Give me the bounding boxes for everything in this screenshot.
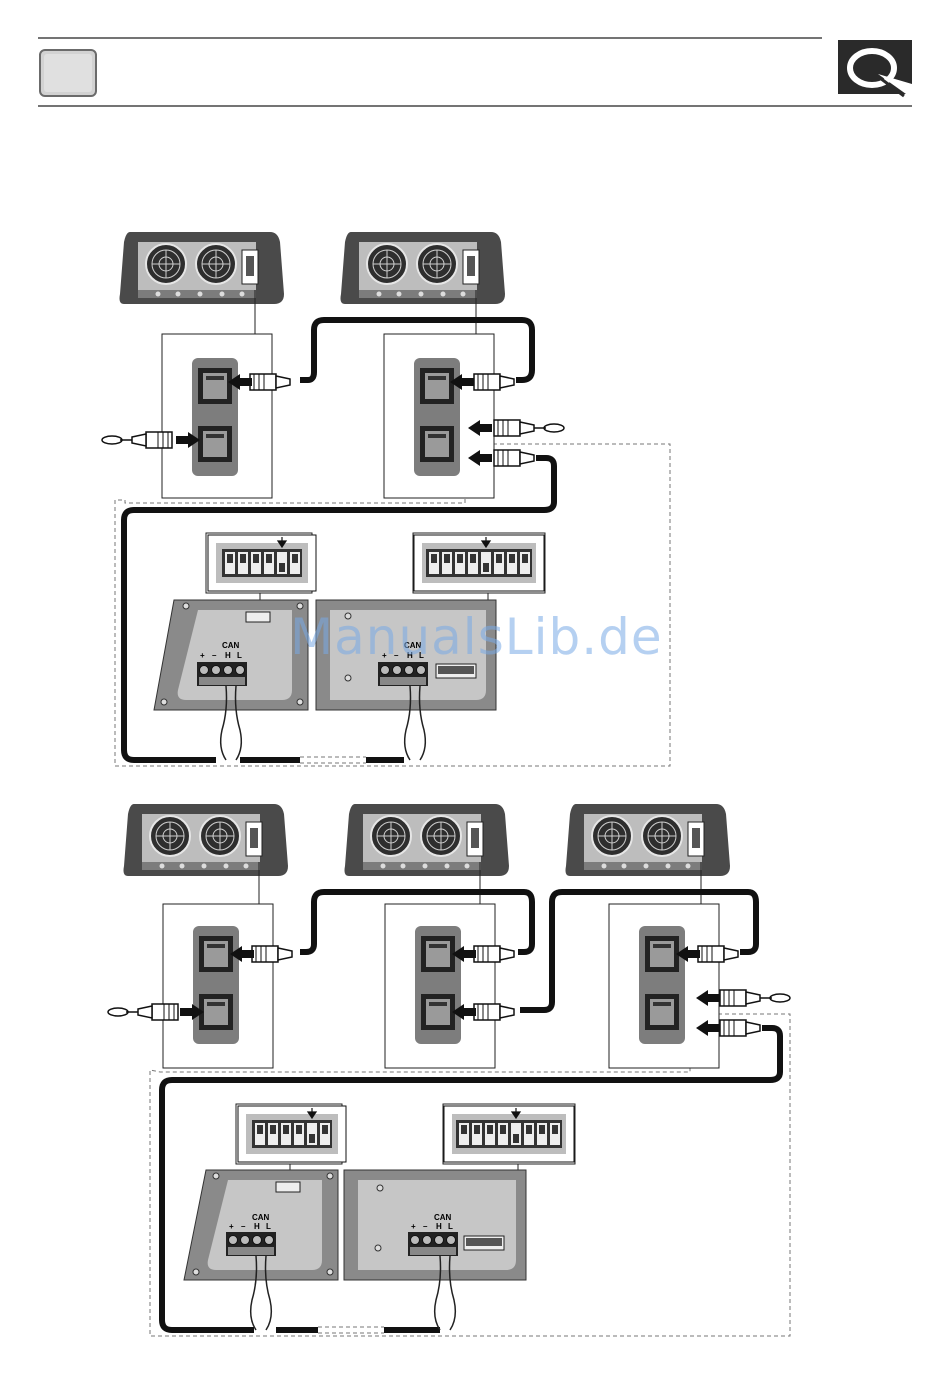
svg-text:–: –: [212, 651, 217, 660]
svg-text:L: L: [448, 1222, 453, 1231]
dip-switch-panel-1: [238, 1106, 346, 1162]
svg-text:+: +: [200, 651, 205, 660]
rj-jacks-2: [415, 926, 461, 1044]
svg-text:H: H: [254, 1222, 260, 1231]
svg-text:H: H: [436, 1222, 442, 1231]
diagram-two-units: CAN + – H L CAN + – H L: [102, 232, 670, 766]
rj-jacks-1: [192, 358, 238, 476]
control-board-1: CAN + – H L: [184, 1170, 338, 1280]
dip-switch-panel-1: [208, 535, 316, 591]
watermark: ManualsLib.de: [290, 608, 663, 666]
inverter-unit-3: [566, 804, 731, 876]
inverter-unit-2: [341, 232, 506, 304]
dip-switch-panel-2: [444, 1106, 574, 1162]
rj-jacks-1: [193, 926, 239, 1044]
terminator-plug-1: [102, 432, 172, 448]
terminator-plug-2: [720, 990, 790, 1006]
terminator-plug-1: [108, 1004, 178, 1020]
plug-1: [250, 374, 290, 390]
terminator-plug-2: [494, 420, 564, 436]
svg-text:CAN: CAN: [434, 1213, 452, 1222]
control-board-2: CAN + – H L: [344, 1170, 526, 1280]
logo-q-icon: [838, 40, 912, 96]
svg-text:–: –: [241, 1222, 246, 1231]
dip-switch-panel-2: [414, 535, 544, 591]
plug-5: [720, 1020, 760, 1036]
svg-text:+: +: [411, 1222, 416, 1231]
inverter-unit-1: [120, 232, 285, 304]
control-board-1: CAN + – H L: [154, 600, 308, 710]
plug-3: [494, 450, 534, 466]
inverter-unit-1: [124, 804, 289, 876]
plug-4: [698, 946, 738, 962]
plug-1: [252, 946, 292, 962]
section-tab-inner: [44, 54, 92, 92]
can-label: CAN: [222, 641, 240, 650]
svg-text:L: L: [266, 1222, 271, 1231]
svg-text:+: +: [229, 1222, 234, 1231]
plug-2: [474, 946, 514, 962]
svg-text:CAN: CAN: [252, 1213, 270, 1222]
svg-text:H: H: [225, 651, 231, 660]
svg-text:L: L: [237, 651, 242, 660]
plug-2: [474, 374, 514, 390]
rj-jacks-3: [639, 926, 685, 1044]
inverter-unit-2: [345, 804, 510, 876]
plug-3: [474, 1004, 514, 1020]
svg-text:–: –: [423, 1222, 428, 1231]
diagram-three-units: CAN + – H L CAN + – H L: [108, 804, 790, 1336]
rj-jacks-2: [414, 358, 460, 476]
